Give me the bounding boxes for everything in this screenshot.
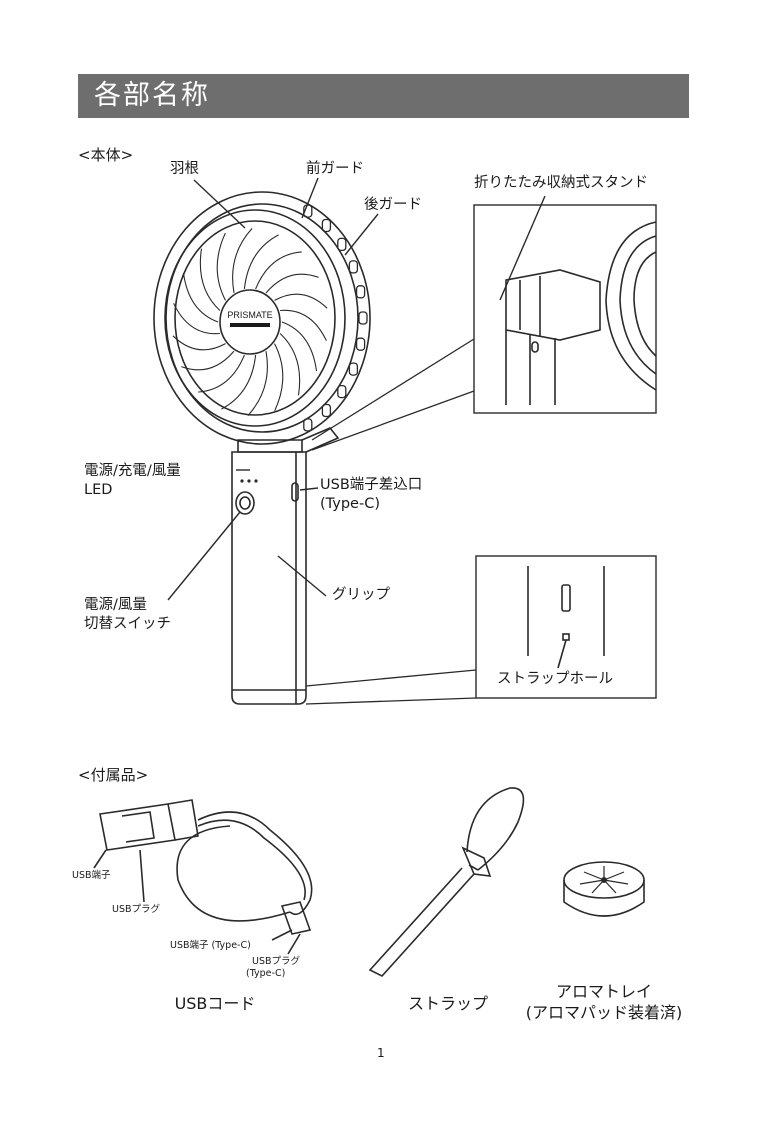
power-switch-illustration [236, 492, 254, 514]
stand-detail-callout [312, 205, 656, 450]
label-usb-port-line2: (Type-C) [320, 495, 380, 513]
blade [200, 249, 220, 311]
label-usb-port-line1: USB端子差込口 [320, 476, 422, 494]
aroma-tray-illustration [564, 862, 644, 916]
usb-c-port-illustration [292, 483, 298, 501]
blade [184, 273, 219, 322]
label-switch-line2: 切替スイッチ [84, 615, 171, 633]
label-grip: グリップ [332, 586, 390, 604]
led-indicators [240, 479, 257, 482]
blade [221, 355, 255, 409]
page-number: 1 [377, 1046, 385, 1060]
guard-slot [359, 312, 367, 324]
blade [280, 334, 300, 396]
label-usb-terminal-typec: USB端子 (Type-C) [170, 940, 251, 951]
label-usb-plug: USBプラグ [112, 904, 160, 915]
brand-logo-text: PRISMATE [227, 310, 272, 320]
handle-illustration [232, 452, 306, 704]
blade [256, 252, 302, 289]
label-aroma-tray-line2: (アロマパッド装着済) [514, 1003, 694, 1023]
blade [244, 235, 278, 289]
label-usb-cord: USBコード [170, 994, 260, 1014]
label-aroma-tray-line1: アロマトレイ [514, 982, 694, 1002]
guard-slot [357, 286, 365, 298]
strap-illustration [370, 788, 523, 976]
guard-slot [349, 363, 357, 375]
label-switch-line1: 電源/風量 [84, 596, 147, 614]
blade [173, 336, 226, 350]
blade [217, 233, 225, 300]
label-led-line2: LED [84, 481, 112, 499]
blade [181, 351, 234, 370]
blade [248, 351, 267, 416]
label-strap: ストラップ [398, 994, 498, 1014]
label-led-line1: 電源/充電/風量 [84, 462, 181, 480]
label-strap-hole: ストラップホール [497, 670, 613, 688]
label-folding-stand: 折りたたみ収納式スタンド [474, 174, 648, 192]
label-front-guard: 前ガード [306, 160, 364, 178]
blade [282, 322, 317, 371]
blade [275, 294, 328, 308]
hub-illustration [220, 290, 280, 354]
brand-logo-bars [230, 323, 270, 327]
label-usb-plug-typec-line1: USBプラグ [252, 956, 300, 967]
blade [266, 274, 319, 293]
label-usb-terminal: USB端子 [72, 870, 111, 881]
guard-slot [357, 338, 365, 350]
label-blades: 羽根 [170, 160, 199, 178]
guard-slot [349, 261, 357, 273]
label-usb-plug-typec-line2: (Type-C) [246, 968, 285, 979]
blade [233, 228, 252, 293]
usb-cord-illustration [94, 800, 312, 954]
blade [198, 355, 244, 392]
blade [275, 344, 283, 411]
label-rear-guard: 後ガード [364, 196, 422, 214]
